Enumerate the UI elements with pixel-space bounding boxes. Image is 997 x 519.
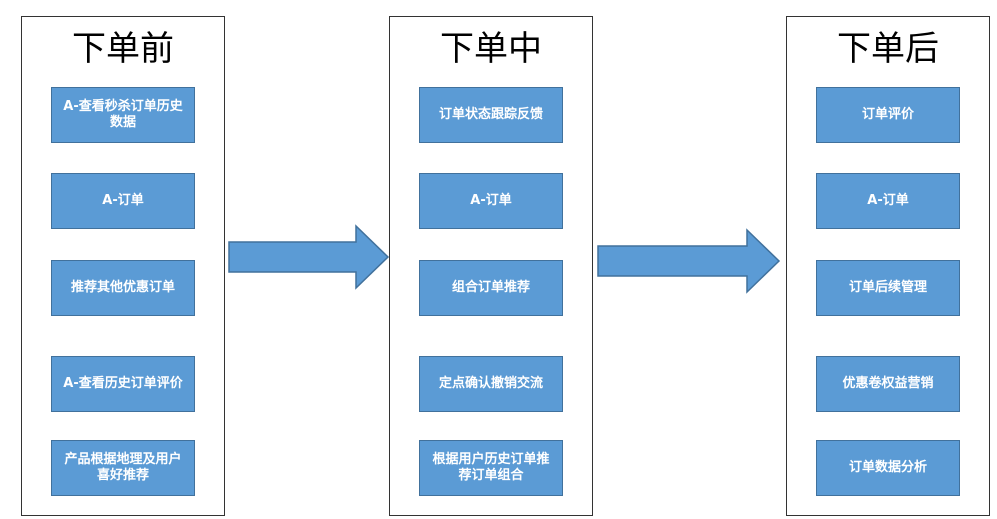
stage-item-box: 订单数据分析 bbox=[816, 440, 960, 496]
stage-item-box: 推荐其他优惠订单 bbox=[51, 260, 195, 316]
stage-item-box: A-订单 bbox=[816, 173, 960, 229]
stage-item-box: 定点确认撤销交流 bbox=[419, 356, 563, 412]
stage-item-box: 订单评价 bbox=[816, 87, 960, 143]
stage-item-box: 订单后续管理 bbox=[816, 260, 960, 316]
flow-arrow-icon bbox=[228, 224, 390, 290]
stage-item-box: 产品根据地理及用户喜好推荐 bbox=[51, 440, 195, 496]
stage-column-after-order: 下单后 订单评价 A-订单 订单后续管理 优惠卷权益营销 订单数据分析 bbox=[786, 16, 990, 516]
stage-column-during-order: 下单中 订单状态跟踪反馈 A-订单 组合订单推荐 定点确认撤销交流 根据用户历史… bbox=[389, 16, 593, 516]
stage-item-box: A-订单 bbox=[419, 173, 563, 229]
stage-item-box: 优惠卷权益营销 bbox=[816, 356, 960, 412]
stage-title-after-order: 下单后 bbox=[837, 29, 939, 69]
stage-item-box: A-订单 bbox=[51, 173, 195, 229]
stage-item-box: 组合订单推荐 bbox=[419, 260, 563, 316]
stage-title-during-order: 下单中 bbox=[440, 29, 542, 69]
stage-item-box: A-查看历史订单评价 bbox=[51, 356, 195, 412]
stage-item-box: A-查看秒杀订单历史数据 bbox=[51, 87, 195, 143]
flow-arrow-icon bbox=[597, 228, 781, 294]
stage-column-before-order: 下单前 A-查看秒杀订单历史数据 A-订单 推荐其他优惠订单 A-查看历史订单评… bbox=[21, 16, 225, 516]
stage-item-box: 根据用户历史订单推荐订单组合 bbox=[419, 440, 563, 496]
stage-item-box: 订单状态跟踪反馈 bbox=[419, 87, 563, 143]
stage-title-before-order: 下单前 bbox=[72, 29, 174, 69]
